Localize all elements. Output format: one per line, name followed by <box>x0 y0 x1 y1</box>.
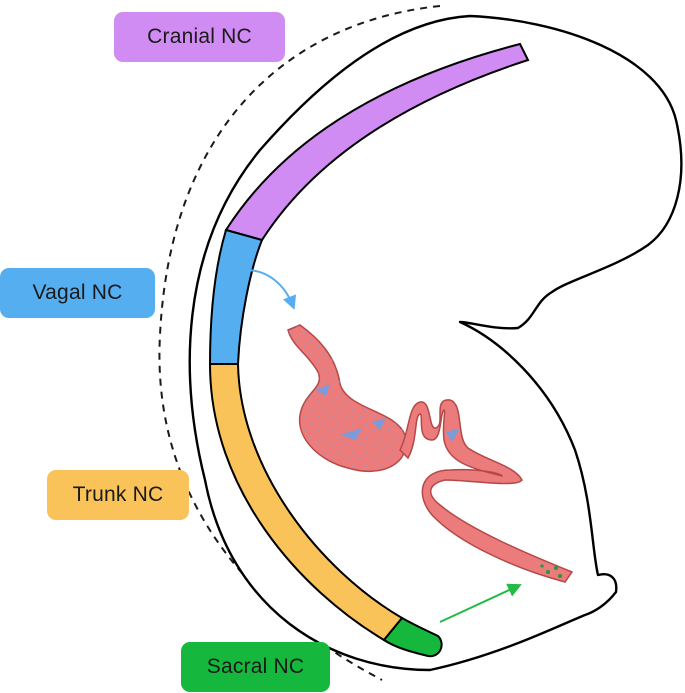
embryo-outline <box>188 14 683 672</box>
sacral-migration-arrow-icon <box>439 583 522 623</box>
sacral-cells-in-gut <box>540 564 562 578</box>
cranial-nc-label: Cranial NC <box>114 12 285 62</box>
gut-intestine <box>399 399 574 583</box>
vagal-migration-arrow-icon <box>245 269 297 310</box>
trunk-nc-label: Trunk NC <box>47 470 189 520</box>
neural-tube-sacral <box>382 616 443 658</box>
vagal-nc-label: Vagal NC <box>0 268 155 318</box>
gut-foregut-texture <box>288 325 406 472</box>
sacral-nc-label: Sacral NC <box>181 642 330 692</box>
